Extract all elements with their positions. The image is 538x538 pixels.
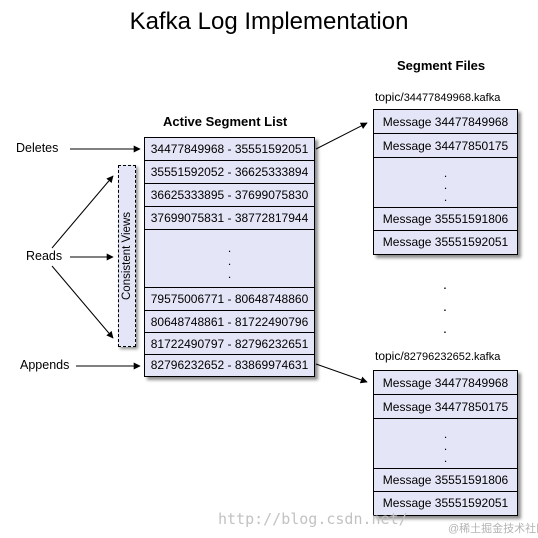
ellipsis-dot: . [443,451,448,465]
segment-row: 79575006771 - 80648748860 [145,288,314,311]
active-segment-list-header: Active Segment List [163,114,288,129]
segment-file-topic: topic/34477849968.kafka [375,90,500,104]
segment-row: 34477849968 - 35551592051 [145,138,314,161]
ellipsis-dot: . [443,298,447,314]
topic-filename: 34477849968.kafka [403,92,501,104]
message-row: Message 35551592051 [382,496,509,510]
ellipsis-dot: . [443,178,448,192]
active-segment-list: 34477849968 - 35551592051 35551592052 - … [144,137,315,377]
appends-label: Appends [20,358,70,372]
ellipsis-dot: . [443,320,447,336]
topic-filename: 82796232652.kafka [403,351,501,363]
segment-row: 35551592052 - 36625333894 [145,161,314,184]
ellipsis-dot: . [443,439,448,453]
message-gap: . . . [374,158,517,208]
segment-file-topic: topic/82796232652.kafka [375,349,500,363]
ellipsis-dot: . [227,254,232,268]
segment-file-box: Message 34477849968 Message 34477850175 … [373,109,518,255]
message-row: Message 34477850175 [374,395,517,419]
segment-row: 81722490797 - 82796232651 [145,333,314,355]
segment-files-header: Segment Files [397,58,486,73]
ellipsis-dot: . [227,241,232,255]
watermark-cn: @稀土掘金技术社区 [448,523,538,535]
watermark-url: http://blog.csdn.net/ [218,510,408,528]
ellipsis-dot: . [227,267,232,281]
segment-row: 36625333895 - 37699075830 [145,184,314,207]
message-row: Message 35551591806 [374,469,517,492]
ellipsis-dot: . [443,190,448,204]
segment-file-box: Message 34477849968 Message 34477850175 … [373,370,518,516]
ellipsis-dot: . [443,276,447,292]
message-row: Message 34477849968 [374,371,517,395]
consistent-views-box [118,165,136,347]
message-row: Message 34477849968 [374,110,517,134]
consistent-views-label: Consistent Views [121,212,133,300]
message-row: Message 35551592051 [382,235,509,249]
message-row: Message 34477850175 [374,134,517,158]
message-row: Message 35551591806 [374,208,517,231]
segment-gap: . . . [145,230,314,288]
deletes-label: Deletes [16,141,59,155]
ellipsis-dot: . [443,166,448,180]
diagram-title: Kafka Log Implementation [129,8,409,35]
segment-row: 80648748861 - 81722490796 [145,311,314,333]
topic-prefix: topic/ [375,349,404,363]
message-gap: . . . [374,419,517,469]
topic-prefix: topic/ [375,90,404,104]
ellipsis-dot: . [443,427,448,441]
segment-row: 37699075831 - 38772817944 [145,207,314,230]
segment-row: 82796232652 - 83869974631 [150,358,309,372]
reads-label: Reads [26,249,63,263]
